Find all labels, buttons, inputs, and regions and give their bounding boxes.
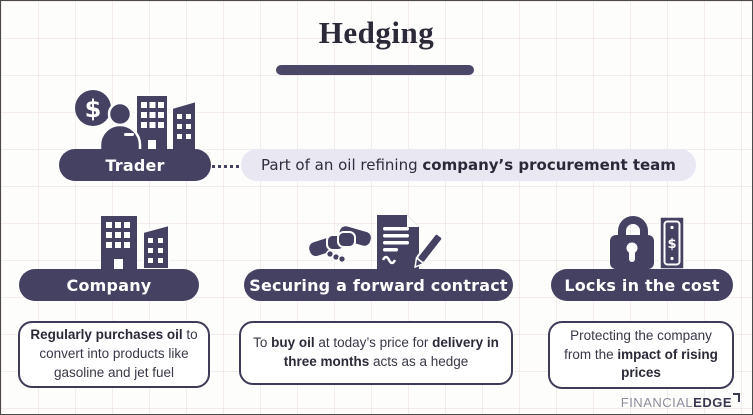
trader-description-pill: Part of an oil refining company’s procur… [241, 149, 696, 181]
svg-text:$: $ [667, 237, 676, 252]
trader-pill-label: Trader [105, 155, 165, 175]
padlock-banknote-icon: $ [610, 216, 685, 269]
company-pill: Company [19, 269, 199, 301]
dollar-coin-person-buildings-icon: $ [75, 90, 197, 151]
title-underline-bar [276, 65, 474, 75]
card2-segment-4: delivery in three months [283, 335, 499, 369]
logo-edge-text: EDGE [693, 395, 732, 410]
card1-normal-segment: to convert into products like gasoline a… [39, 327, 198, 380]
trader-pill: Trader [59, 149, 211, 181]
logo-corner-mark-icon [733, 393, 740, 402]
logo-financial-text: FINANCIAL [620, 395, 694, 410]
locks-cost-pill: Locks in the cost [551, 269, 733, 301]
card2-segment-5: acts as a hedge [369, 354, 469, 369]
locks-cost-pill-label: Locks in the cost [564, 275, 720, 295]
forward-contract-pill-label: Securing a forward contract [249, 275, 508, 295]
svg-text:$: $ [85, 95, 102, 123]
company-pill-label: Company [66, 275, 152, 295]
page-title: Hedging [318, 15, 435, 50]
handshake-contract-icon [309, 215, 443, 269]
locks-cost-description-card: Protecting the company from the impact o… [548, 321, 734, 389]
card3-normal-segment: Protecting the company from the [564, 327, 712, 362]
card2-segment-1: To [253, 335, 272, 351]
dotted-connector [212, 164, 240, 168]
card2-segment-2: buy oil [271, 335, 315, 351]
forward-contract-pill: Securing a forward contract [244, 269, 513, 301]
card3-bold-segment: impact of rising prices [617, 346, 718, 381]
forward-contract-description-card: To buy oil at today’s price for delivery… [239, 321, 513, 385]
company-buildings-icon [101, 216, 170, 269]
trader-description-bold: company’s procurement team [422, 156, 676, 174]
card2-segment-3: at today’s price for [314, 335, 433, 351]
company-description-card: Regularly purchases oil to convert into … [18, 321, 210, 388]
card1-bold-segment: Regularly purchases oil [30, 327, 183, 343]
trader-description-normal: Part of an oil refining [261, 156, 423, 174]
